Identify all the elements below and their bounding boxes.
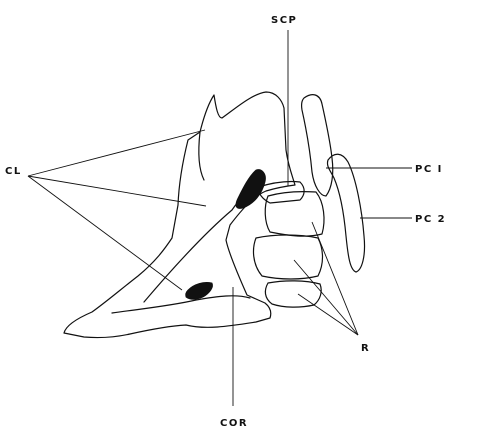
label-cor: COR [220,418,248,429]
lower-foramen [186,282,213,299]
upper-foramen [236,170,265,209]
leader-cl-3 [28,176,182,290]
lower-plate-inner-line [112,296,250,313]
leader-lines [28,30,412,406]
label-cl: CL [5,166,22,177]
main-body-outline [64,92,295,338]
radial-2 [254,235,323,279]
leader-r-1 [312,222,358,335]
postcleithrum-1 [302,95,333,196]
label-scp: SCP [271,15,297,26]
label-r: R [361,343,370,354]
label-pc2: PC 2 [415,214,446,225]
label-pc1: PC I [415,164,443,175]
radial-3 [265,281,321,307]
cleithrum-inner-edge [199,132,204,180]
leader-cl-1 [28,130,205,176]
